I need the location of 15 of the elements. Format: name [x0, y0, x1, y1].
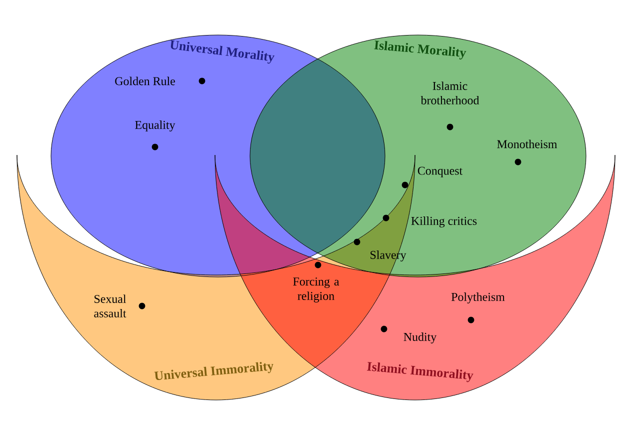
item-label: Nudity	[404, 332, 437, 344]
item-label: Islamic brotherhood	[420, 82, 480, 104]
item-label: Slavery	[370, 250, 406, 262]
item-label: Forcing a religion	[293, 278, 340, 302]
item-label: Killing critics	[411, 216, 477, 228]
item-label: Polytheism	[451, 292, 505, 304]
region-heading: Islamic Morality	[374, 40, 466, 60]
item-label: Equality	[135, 120, 176, 132]
item-label: Conquest	[418, 166, 463, 178]
item-label: Monotheism	[497, 140, 558, 148]
region-heading: Islamic Immorality	[366, 362, 474, 382]
item-label: Golden Rule	[115, 76, 175, 86]
item-label: Sexual assault	[94, 294, 126, 318]
region-heading: Universal Immorality	[154, 362, 274, 380]
region-heading: Universal Morality	[170, 40, 275, 64]
